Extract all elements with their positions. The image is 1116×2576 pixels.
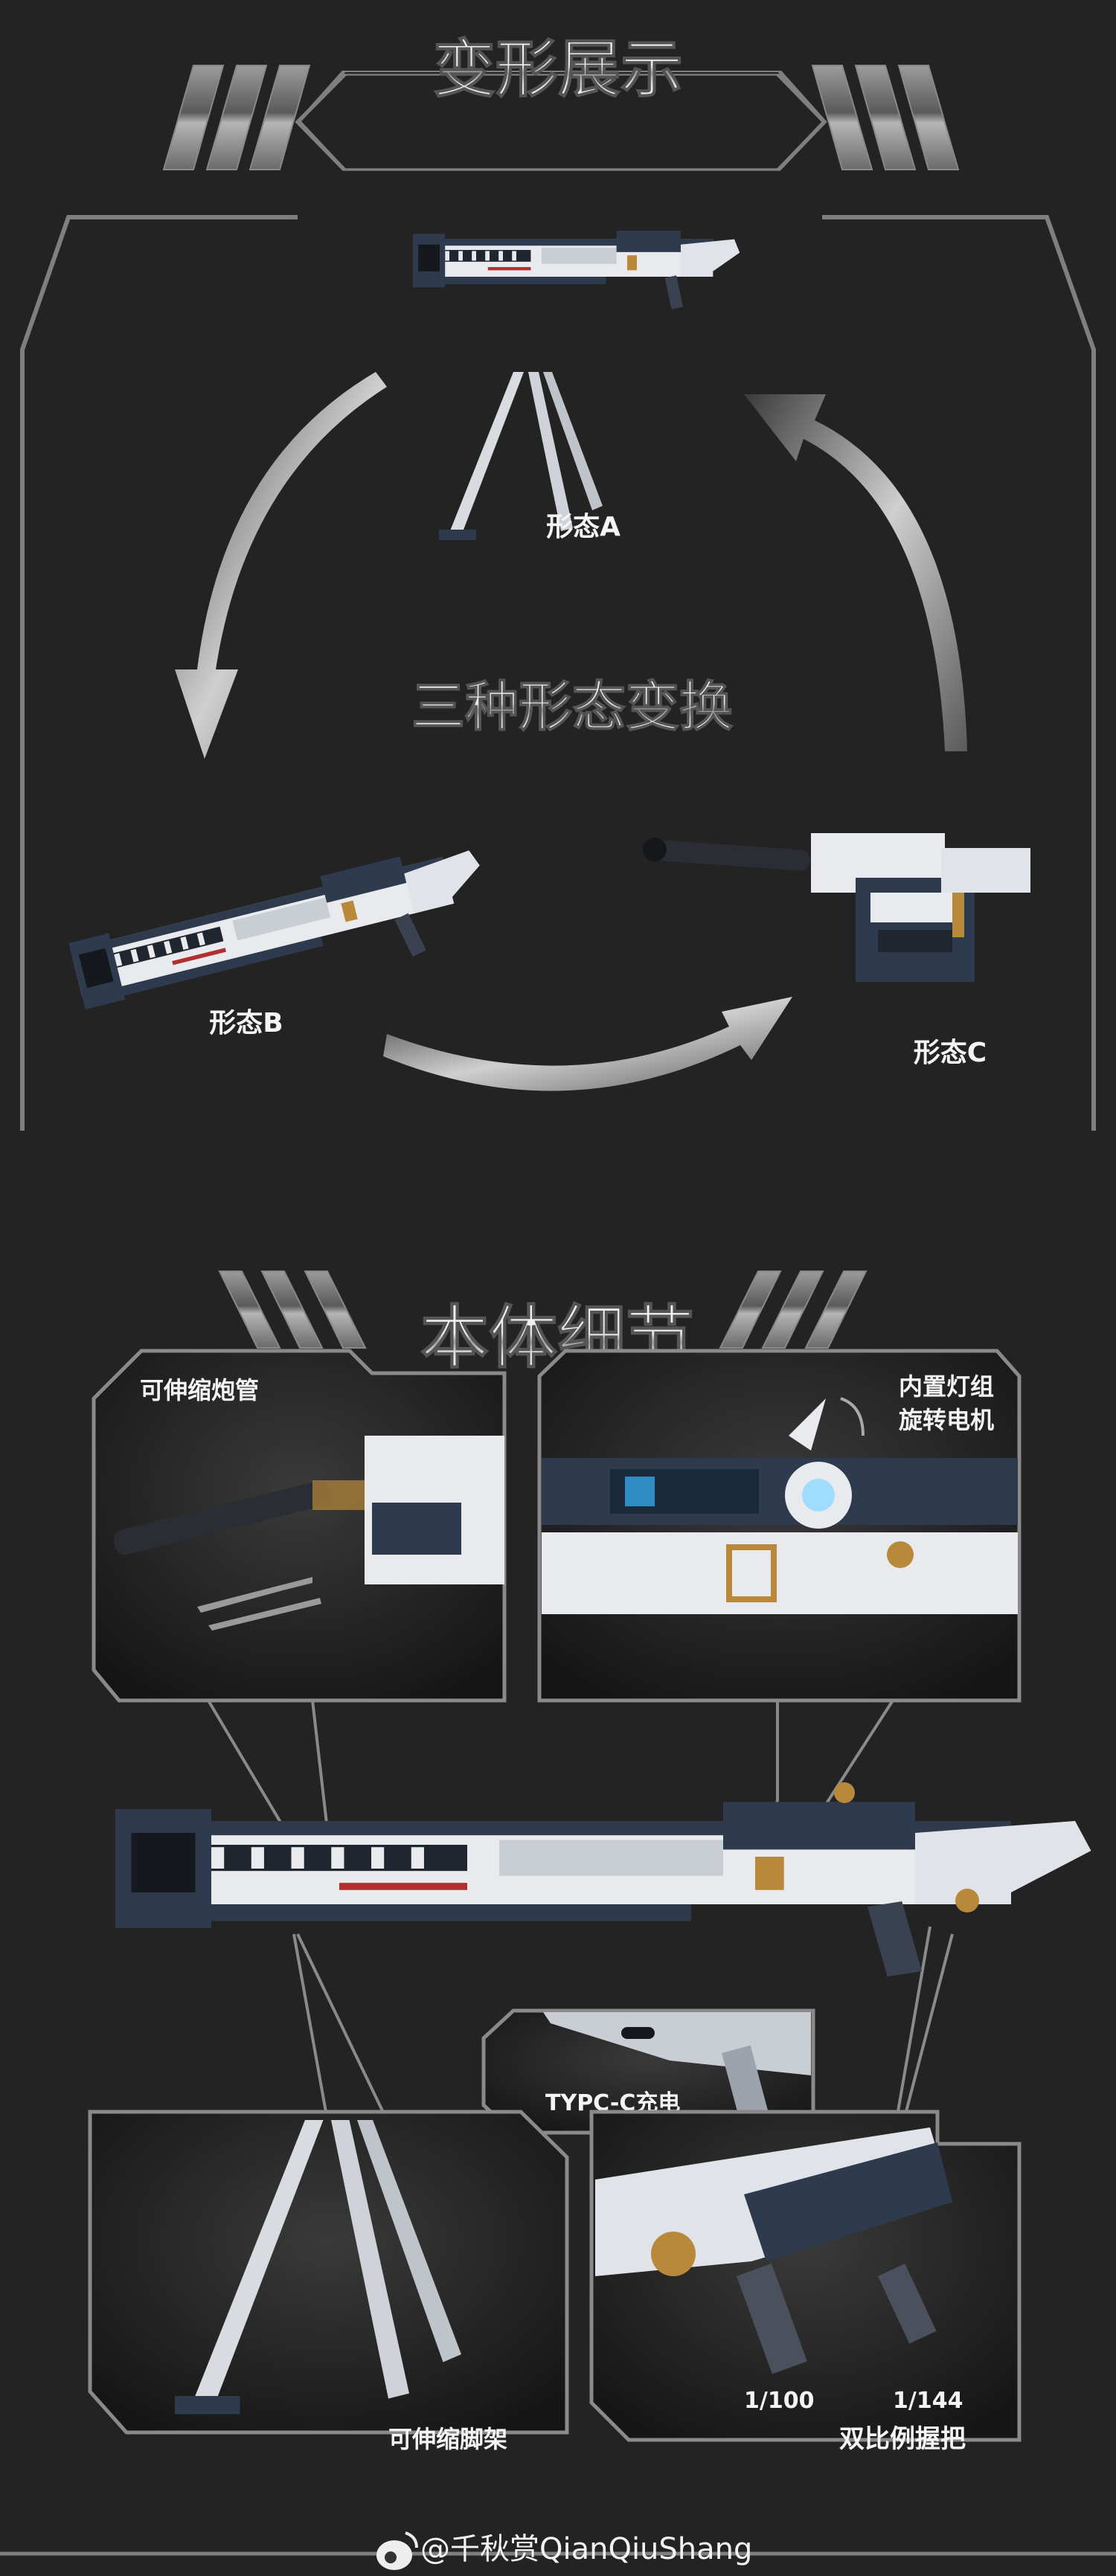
watermark-text: @千秋赏QianQiuShang xyxy=(420,2532,752,2566)
weibo-icon xyxy=(376,2531,418,2570)
title-badge xyxy=(295,74,827,171)
form-b-image xyxy=(68,838,498,1037)
form-c-label: 形态C xyxy=(914,1038,987,1068)
cycle-arrows xyxy=(175,372,967,1091)
callout-label-tripod: 可伸缩脚架 xyxy=(388,2425,507,2453)
rotate-arrow-icon xyxy=(840,1397,865,1436)
callout-label-lights: 内置灯组 xyxy=(899,1372,994,1401)
callout-panel-tripod xyxy=(88,2110,569,2435)
arrow-c-to-a-icon xyxy=(744,394,967,751)
scale-label-1-144: 1/144 xyxy=(893,2388,963,2414)
callout-panel-lights xyxy=(537,1349,1022,1703)
form-a-image xyxy=(413,231,740,540)
main-gun-image xyxy=(115,1782,1091,1977)
arrow-b-to-c-icon xyxy=(383,997,792,1091)
title-stripes-right xyxy=(811,65,960,170)
center-caption: 三种形态变换 xyxy=(411,675,733,738)
telescoping-arrows-icon xyxy=(197,1577,321,1631)
callout-panel-barrel xyxy=(92,1349,507,1703)
callout-label-barrel: 可伸缩炮管 xyxy=(140,1376,259,1404)
callout-panel-charging xyxy=(481,2008,815,2135)
section-title-transform: 变形展示 xyxy=(433,33,683,106)
form-b-label: 形态B xyxy=(209,1008,283,1038)
details-stripes-right xyxy=(719,1271,868,1349)
form-c-image xyxy=(643,833,1030,982)
callout-lines xyxy=(207,1699,954,2121)
form-a-label: 形态A xyxy=(546,512,620,542)
arrow-a-to-b-icon xyxy=(175,372,387,759)
scale-label-1-100: 1/100 xyxy=(744,2388,814,2414)
details-stripes-left xyxy=(218,1271,367,1349)
section-title-details: 本体细节 xyxy=(420,1298,694,1378)
title-stripes-left xyxy=(162,65,311,170)
callout-label-grip: 双比例握把 xyxy=(839,2424,966,2454)
callout-panel-grip xyxy=(589,2110,1022,2442)
callout-label-motor: 旋转电机 xyxy=(899,1406,994,1434)
